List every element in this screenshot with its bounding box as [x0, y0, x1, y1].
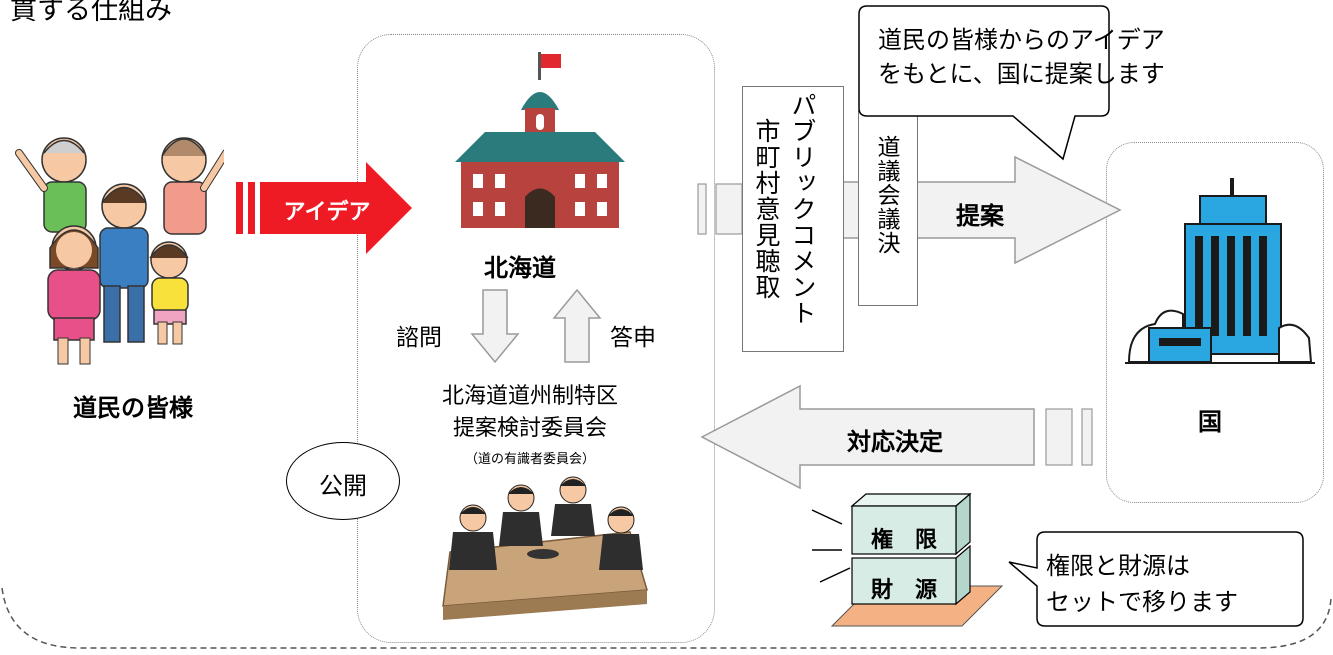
page-heading: 貫する仕組み [10, 0, 172, 26]
public-comment-line2: 市町村意見聴取 [752, 118, 781, 300]
hokkaido-label: 北海道 [484, 254, 556, 282]
public-bubble-label: 公開 [319, 472, 367, 500]
citizens-label: 道民の皆様 [73, 394, 193, 422]
meeting-illustration [442, 476, 648, 620]
inquiry-label: 諮問 [396, 325, 442, 351]
country-panel [1106, 142, 1324, 503]
public-comment-box [742, 86, 844, 352]
decision-arrow-label: 対応決定 [847, 428, 943, 456]
assembly-label: 道議会議決 [873, 135, 899, 255]
hokkaido-panel [357, 34, 715, 643]
proposal-arrow-label: 提案 [956, 202, 1004, 230]
report-label: 答申 [610, 325, 656, 351]
citizens-illustration [15, 137, 224, 365]
committee-name-line2: 提案検討委員会 [452, 416, 607, 441]
speech-bubble-top-line1: 道民の皆様からのアイデア [878, 26, 1165, 54]
proposal-arrow-stub [697, 183, 743, 235]
inquiry-down-arrow [470, 289, 520, 364]
speech-bubble-bottom-line1: 権限と財源は [1046, 552, 1190, 580]
country-building-illustration [1125, 178, 1315, 364]
finance-block-label: 財 源 [870, 578, 937, 603]
committee-name-line1: 北海道道州制特区 [441, 384, 618, 409]
authority-finance-blocks [811, 492, 1004, 627]
public-comment-line1: パブリックコメント [788, 92, 817, 326]
country-label: 国 [1198, 408, 1222, 436]
idea-arrow [236, 162, 412, 254]
authority-block-label: 権 限 [870, 528, 937, 553]
decision-arrow [700, 384, 1093, 490]
assembly-box [858, 110, 918, 306]
public-bubble [286, 442, 400, 520]
speech-bubble-top [858, 5, 1110, 161]
committee-subtitle: （道の有識者委員会） [464, 452, 595, 467]
speech-bubble-bottom-line2: セットで移ります [1046, 588, 1238, 616]
hokkaido-building-illustration [455, 52, 625, 228]
report-up-arrow [552, 288, 602, 363]
speech-bubble-top-line2: をもとに、国に提案します [878, 60, 1165, 88]
speech-bubble-bottom [1008, 531, 1304, 627]
idea-arrow-label: アイデア [283, 200, 371, 225]
